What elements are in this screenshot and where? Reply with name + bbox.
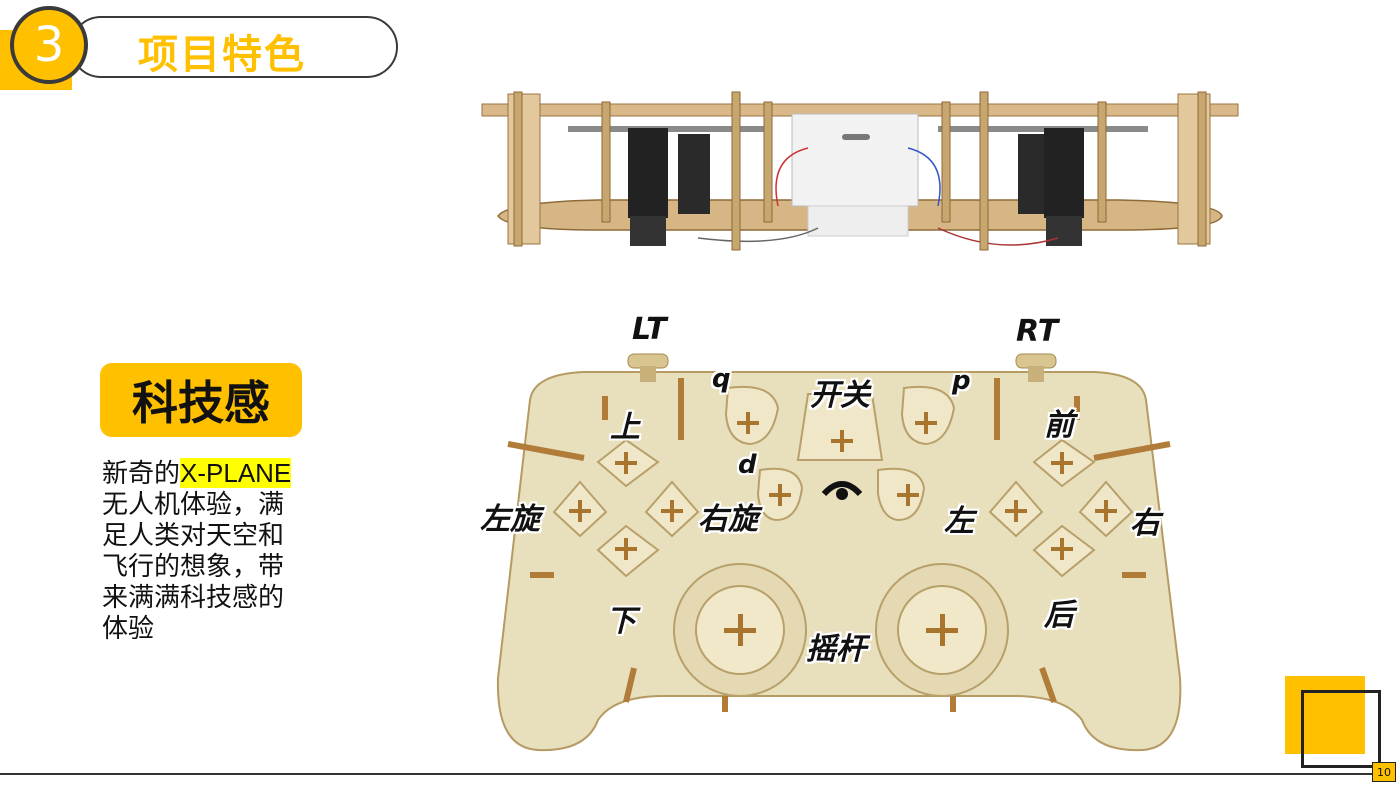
corner-accent-square [1285,676,1365,754]
section-number: 3 [33,17,65,73]
feature-description: 新奇的X-PLANE无人机体验，满足人类对天空和飞行的想象，带来满满科技感的体验 [102,458,302,644]
label-left: 左 [944,504,974,539]
drone-side-view-image [481,91,1239,251]
feature-tag: 科技感 [100,363,302,437]
desc-text-post: 无人机体验，满足人类对天空和飞行的想象，带来满满科技感的体验 [102,489,285,643]
label-back: 后 [1044,598,1074,633]
corner-frame-square [1301,690,1381,768]
label-p: p [952,366,971,396]
desc-highlight: X-PLANE [180,458,292,488]
footer-rule [0,773,1385,775]
label-power: 开关 [810,378,870,413]
label-down: 下 [606,604,636,639]
page-number: 10 [1372,762,1396,782]
label-rotate-left: 左旋 [480,502,540,537]
label-up: 上 [610,410,640,445]
label-forward: 前 [1044,408,1074,443]
label-q: q [712,364,731,394]
label-rt: RT [1016,314,1059,349]
label-d: d [738,450,757,480]
label-joystick: 摇杆 [806,632,866,667]
label-rotate-right: 右旋 [698,502,758,537]
section-number-badge: 3 [10,6,88,84]
label-lt: LT [632,312,667,347]
section-title: 项目特色 [138,32,306,78]
header-pill [70,16,398,78]
desc-text-pre: 新奇的 [102,458,181,488]
controller-image [496,353,1182,752]
label-right: 右 [1130,506,1160,541]
